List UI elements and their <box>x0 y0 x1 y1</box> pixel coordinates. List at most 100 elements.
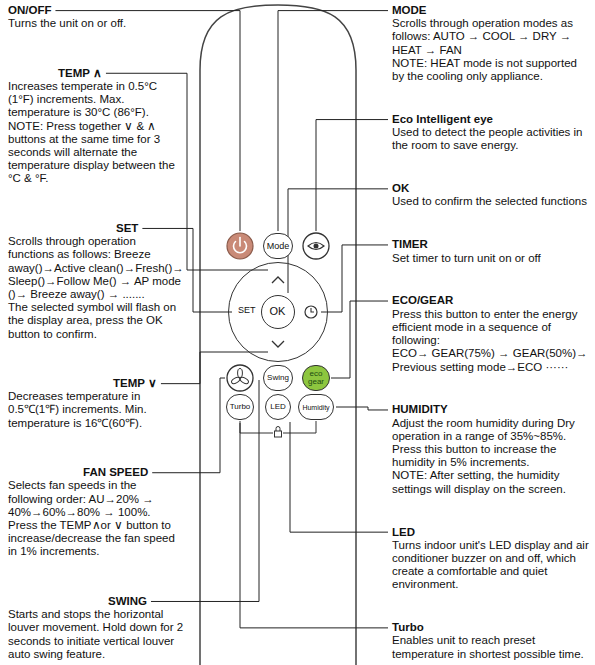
callout-text: NOTE: After setting, the humidity settin… <box>392 469 590 495</box>
callout-heading-row: FAN SPEED <box>8 466 184 479</box>
down-arrow <box>272 341 284 347</box>
fan-blade <box>231 376 241 385</box>
callout-heading: Eco Intelligent eye <box>392 113 493 126</box>
callout-heading: ON/OFF <box>8 4 51 17</box>
callout-heading: TEMP ∧ <box>58 67 102 80</box>
callout-text: Scrolls through operation modes as follo… <box>392 17 590 57</box>
callout-text: Set timer to turn unit on or off <box>392 252 590 265</box>
callout: TEMP ∧Increases temperate in 0.5°C (1°F)… <box>8 67 184 186</box>
callout-heading-row: TEMP ∨ <box>8 377 184 390</box>
swing-button: Swing <box>263 365 293 391</box>
button-label: Swing <box>267 374 289 382</box>
callout-heading: ECO/GEAR <box>392 294 453 307</box>
callout-text: The selected symbol will flash on the di… <box>8 301 184 341</box>
leader-line <box>278 11 388 231</box>
callout-heading-row: Eco Intelligent eye <box>392 113 590 126</box>
callout: OKUsed to confirm the selected functions <box>392 182 590 208</box>
button-label: LED <box>270 403 286 411</box>
leader-line <box>240 423 388 628</box>
eye-button <box>303 233 329 259</box>
mode-button: Mode <box>263 233 294 259</box>
callout-heading: FAN SPEED <box>83 466 148 479</box>
callout: TEMP ∨Decreases temperature in 0.5℃(1℉) … <box>8 377 184 430</box>
callout: LEDTurns indoor unit's LED display and a… <box>392 526 590 592</box>
callout-heading: TEMP ∨ <box>113 377 157 390</box>
callout: HUMIDITYAdjust the room humidity during … <box>392 403 590 496</box>
eye-icon <box>308 243 324 250</box>
callout-text: Used to detect the people activities in … <box>392 126 590 152</box>
callout-heading-row: SWING <box>8 595 184 608</box>
callout-text: Turns the unit on or off. <box>8 17 184 30</box>
callout-heading: LED <box>392 526 415 539</box>
fan-blade <box>238 369 243 378</box>
lock-icon <box>275 431 282 437</box>
leader-line <box>151 380 259 601</box>
button-label: Turbo <box>230 403 251 411</box>
callout-text: Scrolls through operation functions as f… <box>8 235 184 301</box>
callout-heading: Turbo <box>392 621 424 634</box>
fan-icon <box>231 369 250 385</box>
callout-heading-row: ECO/GEAR <box>392 294 590 307</box>
button-label: SET <box>238 306 256 315</box>
navigation-dial: SET OK <box>228 262 328 362</box>
callout: Eco Intelligent eyeUsed to detect the pe… <box>392 113 590 153</box>
button-label: Mode <box>267 242 290 251</box>
callout-heading: SET <box>116 222 138 235</box>
callout-heading-row: MODE <box>392 4 590 17</box>
fan-button <box>227 365 253 391</box>
callout-heading-row: ON/OFF <box>8 4 184 17</box>
eco-gear-button: eco gear <box>302 365 330 391</box>
callout-heading: HUMIDITY <box>392 403 448 416</box>
fan-blade <box>239 376 249 385</box>
callout-text: Enables unit to reach preset temperature… <box>392 634 590 660</box>
callout-text: Increases temperate in 0.5°C (1°F) incre… <box>8 80 184 120</box>
callout-text: NOTE: Press together ∨ & ∧ buttons at th… <box>8 120 184 186</box>
callout-heading-row: TIMER <box>392 238 590 251</box>
callout-heading-row: LED <box>392 526 590 539</box>
turbo-button: Turbo <box>226 394 255 420</box>
callout-heading-row: Turbo <box>392 621 590 634</box>
callout-text: Decreases temperature in 0.5℃(1℉) increm… <box>8 390 184 430</box>
callout-text: Press this button to enter the energy ef… <box>392 308 590 348</box>
leader-line <box>331 301 388 378</box>
callout-heading-row: TEMP ∧ <box>8 67 184 80</box>
callout: MODEScrolls through operation modes as f… <box>392 4 590 83</box>
callout: TurboEnables unit to reach preset temper… <box>392 621 590 661</box>
callout-heading: SWING <box>108 595 147 608</box>
callout-text: Adjust the room humidity during Dry oper… <box>392 417 590 470</box>
leader-line <box>290 422 388 532</box>
power-button <box>227 233 253 259</box>
leader-line <box>152 378 225 473</box>
leader-line <box>161 352 268 384</box>
button-label: OK <box>270 306 286 317</box>
left-callouts: ON/OFFTurns the unit on or off. TEMP ∧Inc… <box>8 4 184 661</box>
callout: SETScrolls through operation functions a… <box>8 222 184 341</box>
led-button: LED <box>265 394 291 420</box>
right-callouts: MODEScrolls through operation modes as f… <box>392 4 590 661</box>
callout: TIMERSet timer to turn unit on or off <box>392 238 590 264</box>
up-arrow <box>272 277 284 283</box>
timer-icon <box>305 306 317 318</box>
callout-text: Press the TEMP∧or ∨ button to increase/d… <box>8 519 184 559</box>
button-label: eco gear <box>306 370 326 386</box>
callout-heading: MODE <box>392 4 427 17</box>
callout-heading: TIMER <box>392 238 428 251</box>
callout: ECO/GEARPress this button to enter the e… <box>392 294 590 373</box>
ok-button: OK <box>261 295 295 329</box>
callout: ON/OFFTurns the unit on or off. <box>8 4 184 30</box>
power-icon-bar <box>239 238 241 247</box>
humidity-button: Humidity <box>298 394 333 420</box>
callout-text: Used to confirm the selected functions <box>392 195 590 208</box>
leader-line <box>336 407 388 410</box>
leader-line <box>316 120 388 231</box>
leader-line <box>321 245 388 312</box>
callout-text: NOTE: HEAT mode is not supported by the … <box>392 57 590 83</box>
callout-heading-row: HUMIDITY <box>392 403 590 416</box>
callout-heading-row: OK <box>392 182 590 195</box>
lock-shackle <box>276 427 280 432</box>
button-label: Humidity <box>302 404 329 411</box>
callout-heading-row: SET <box>8 222 184 235</box>
callout-text: ECO→ GEAR(75%) → GEAR(50%)→ Previous set… <box>392 347 590 373</box>
